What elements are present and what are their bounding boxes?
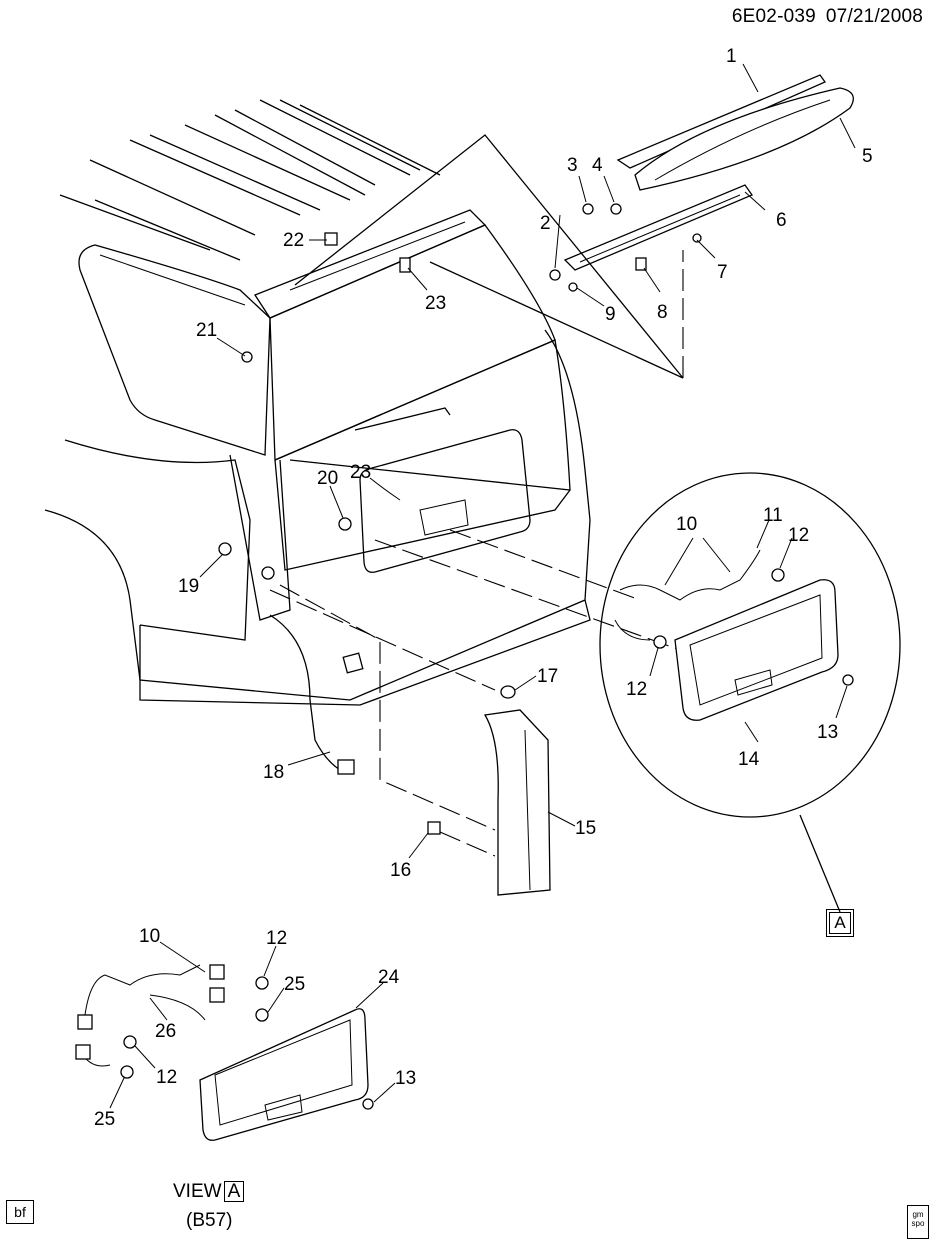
callout-11: 11 [763,505,783,526]
callout-5: 5 [862,146,873,167]
rear-trim-and-harness [218,351,681,896]
callout-26: 26 [155,1021,176,1042]
spoiler-assembly [294,74,854,379]
view-option-code: (B57) [186,1210,233,1231]
diagram-header: 6E02-039 07/21/2008 [722,6,923,28]
callout-23-pocket: 23 [350,462,371,483]
callout-8: 8 [657,302,668,323]
callout-13-view: 13 [395,1068,416,1089]
callout-17: 17 [537,666,558,687]
callout-25-view-top: 25 [284,974,305,995]
detail-reference-letter: A [829,912,851,934]
callout-10-view: 10 [139,926,160,947]
callout-1: 1 [726,46,737,67]
view-letter: A [223,1181,245,1202]
detail-a-circle [599,472,901,913]
callout-24: 24 [378,967,400,988]
callout-20: 20 [317,468,338,489]
callout-25-view-bottom: 25 [94,1109,115,1130]
callout-13-detail: 13 [817,722,838,743]
callout-9: 9 [605,304,616,325]
callout-15: 15 [575,818,596,839]
callout-18: 18 [263,762,284,783]
callout-16: 16 [390,860,411,881]
callout-12-detail-top: 12 [788,525,809,546]
view-text: VIEW [173,1181,222,1202]
callout-23-top: 23 [425,293,446,314]
vehicle-body [44,99,591,706]
callout-6: 6 [776,210,787,231]
callout-4: 4 [592,155,603,176]
callout-12-view-top: 12 [266,928,287,949]
callout-labels: 1 2 3 4 5 6 7 8 9 10 11 12 12 13 14 15 1… [94,46,873,1130]
callout-19: 19 [178,576,199,597]
detail-reference-box: A [826,909,854,937]
callout-2: 2 [540,213,551,234]
diagram-code: 6E02-039 [731,6,816,27]
callout-14: 14 [738,749,760,770]
leader-lines [109,63,856,1109]
callout-3: 3 [567,155,578,176]
callout-22: 22 [283,230,304,251]
view-a-assembly [75,964,374,1141]
diagram-date: 07/21/2008 [825,6,923,27]
callout-21: 21 [196,320,217,341]
gm-spo-logo: gm spo [907,1205,929,1239]
callout-7: 7 [717,262,728,283]
bf-tag: bf [6,1200,34,1224]
callout-12-detail-bottom: 12 [626,679,647,700]
callout-12-view-bottom: 12 [156,1067,177,1088]
callout-10-detail: 10 [676,514,697,535]
